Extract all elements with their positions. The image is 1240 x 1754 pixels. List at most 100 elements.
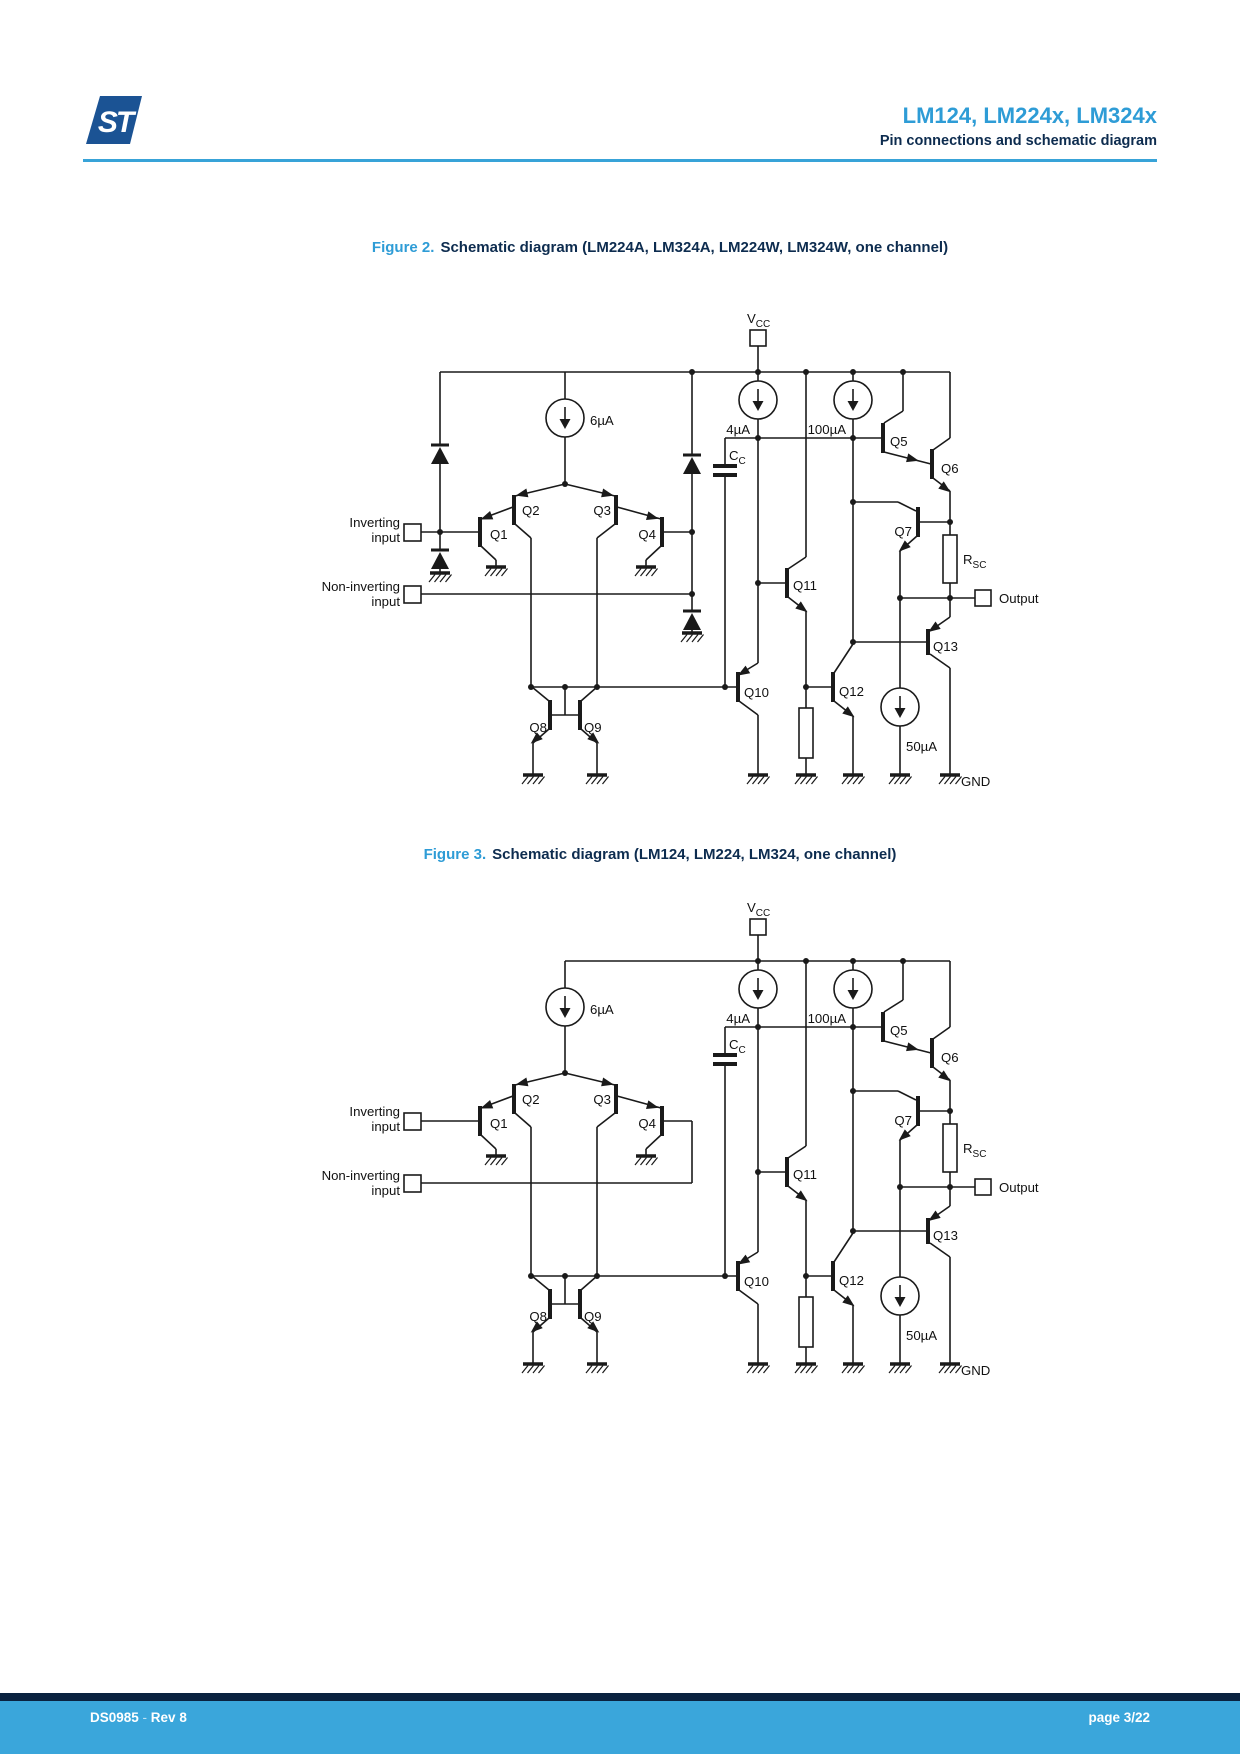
label-q6: Q6 <box>941 461 959 476</box>
resistor-q11-emitter <box>798 707 814 759</box>
emitter-arrow <box>795 601 808 613</box>
label-inverting-input-2: input <box>371 1119 400 1134</box>
ground-symbol <box>841 773 865 785</box>
ground-symbol <box>585 1362 609 1374</box>
ground-symbol <box>521 773 545 785</box>
label-vcc: VCC <box>747 900 770 919</box>
ground-symbol <box>428 571 452 583</box>
ground-symbol <box>938 773 962 785</box>
label-q13: Q13 <box>933 639 958 654</box>
current-source <box>880 687 920 727</box>
label-50ua: 50µA <box>906 1328 937 1343</box>
ground-symbol <box>484 1154 508 1166</box>
ground-symbol <box>841 1362 865 1374</box>
output-terminal <box>974 589 992 607</box>
label-output: Output <box>999 1180 1039 1195</box>
label-vcc: VCC <box>747 311 770 330</box>
label-output: Output <box>999 591 1039 606</box>
label-q3: Q3 <box>593 1092 611 1107</box>
emitter-arrow <box>601 488 614 498</box>
label-q13: Q13 <box>933 1228 958 1243</box>
resistor-rsc <box>942 534 958 584</box>
st-logo-shape <box>86 96 142 144</box>
label-q5: Q5 <box>890 434 908 449</box>
emitter-arrow <box>842 1295 855 1307</box>
label-q7: Q7 <box>894 1113 912 1128</box>
ground-symbol <box>585 773 609 785</box>
label-50ua: 50µA <box>906 739 937 754</box>
footer-stripe <box>0 1693 1240 1701</box>
resistor-q11-emitter <box>798 1296 814 1348</box>
label-gnd: GND <box>961 774 990 789</box>
emitter-arrow <box>737 1254 751 1265</box>
label-non-inverting-input: Non-inverting <box>322 579 400 594</box>
label-100ua: 100µA <box>808 1011 847 1026</box>
label-4ua: 4µA <box>726 422 750 437</box>
ground-symbol <box>680 631 704 643</box>
label-non-inverting-input-2: input <box>371 594 400 609</box>
protection-diode <box>683 453 701 474</box>
emitter-arrow <box>898 1129 911 1141</box>
current-source <box>833 380 873 420</box>
ground-symbol <box>888 1362 912 1374</box>
label-non-inverting-input-2: input <box>371 1183 400 1198</box>
label-q8: Q8 <box>529 1309 547 1324</box>
emitter-arrow <box>515 1077 529 1087</box>
emitter-arrow <box>646 511 659 521</box>
emitter-arrow <box>938 1070 951 1082</box>
ground-symbol <box>794 773 818 785</box>
emitter-arrow <box>515 488 529 498</box>
label-q8: Q8 <box>529 720 547 735</box>
ground-symbol <box>746 773 770 785</box>
emitter-arrow <box>587 1321 600 1333</box>
ground-symbol <box>794 1362 818 1374</box>
label-rsc: RSC <box>963 1141 986 1160</box>
ground-symbol <box>888 773 912 785</box>
vcc-terminal <box>749 329 767 347</box>
emitter-arrow <box>646 1100 659 1110</box>
emitter-arrow <box>938 481 951 493</box>
label-4ua: 4µA <box>726 1011 750 1026</box>
output-terminal <box>974 1178 992 1196</box>
non-inverting-input-terminal <box>403 1174 422 1193</box>
emitter-arrow <box>795 1190 808 1202</box>
emitter-arrow <box>587 732 600 744</box>
inverting-input-terminal <box>403 1112 422 1131</box>
ground-symbol <box>634 1154 658 1166</box>
current-source <box>545 987 585 1027</box>
footer-doc-id: DS0985 <box>90 1710 139 1725</box>
emitter-arrow <box>906 1042 919 1052</box>
header-rule <box>83 159 1157 162</box>
label-q12: Q12 <box>839 1273 864 1288</box>
label-inverting-input: Inverting <box>349 515 400 530</box>
label-6ua: 6µA <box>590 413 614 428</box>
label-q9: Q9 <box>584 1309 602 1324</box>
protection-diode <box>683 609 701 630</box>
label-6ua: 6µA <box>590 1002 614 1017</box>
ground-symbol <box>634 565 658 577</box>
footer-page-number: page 3/22 <box>1088 1710 1150 1725</box>
label-100ua: 100µA <box>808 422 847 437</box>
emitter-arrow <box>480 511 494 520</box>
emitter-arrow <box>928 621 941 633</box>
ground-symbol <box>746 1362 770 1374</box>
emitter-arrow <box>906 453 919 463</box>
label-q1: Q1 <box>490 1116 508 1131</box>
footer-bar <box>0 1701 1240 1754</box>
label-q11: Q11 <box>793 1167 817 1182</box>
label-non-inverting-input: Non-inverting <box>322 1168 400 1183</box>
emitter-arrow <box>737 665 751 676</box>
emitter-arrow <box>898 540 911 552</box>
protection-diode <box>431 548 449 569</box>
current-source <box>738 380 778 420</box>
label-q9: Q9 <box>584 720 602 735</box>
label-q2: Q2 <box>522 1092 540 1107</box>
emitter-arrow <box>928 1210 941 1222</box>
label-q10: Q10 <box>744 685 769 700</box>
figure-3-caption-text: Schematic diagram (LM124, LM224, LM324, … <box>492 846 897 863</box>
non-inverting-input-terminal <box>403 585 422 604</box>
label-q6: Q6 <box>941 1050 959 1065</box>
